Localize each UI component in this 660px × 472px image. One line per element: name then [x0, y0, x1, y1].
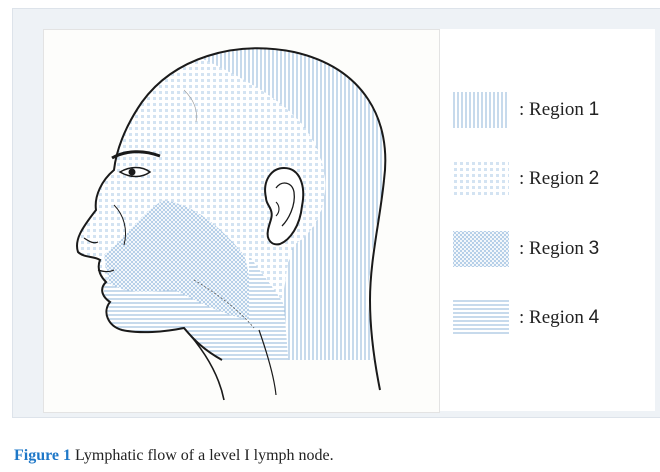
figure-panel: : Region 1 : Region 2	[43, 29, 655, 411]
legend-label-region-4: : Region 4	[519, 307, 599, 329]
caption-text: Lymphatic flow of a level I lymph node.	[71, 447, 334, 464]
region-4-swatch	[453, 300, 509, 336]
legend-label-region-2: : Region 2	[519, 168, 599, 190]
figure-container: : Region 1 : Region 2	[12, 8, 660, 418]
legend-label-region-1: : Region 1	[519, 99, 599, 121]
head-drawing	[44, 30, 439, 412]
legend-region-3: : Region 3	[453, 231, 653, 269]
legend-region-1: : Region 1	[453, 92, 653, 130]
region-2-swatch	[453, 161, 509, 197]
region-3-swatch	[453, 231, 509, 267]
legend-region-2: : Region 2	[453, 161, 653, 199]
figure-caption: Figure 1 Lymphatic flow of a level I lym…	[14, 447, 334, 465]
legend-label-region-3: : Region 3	[519, 238, 599, 260]
figure-label: Figure 1	[14, 447, 71, 464]
region-1-swatch	[453, 92, 509, 128]
head-illustration	[43, 29, 440, 413]
legend-region-4: : Region 4	[453, 300, 653, 338]
